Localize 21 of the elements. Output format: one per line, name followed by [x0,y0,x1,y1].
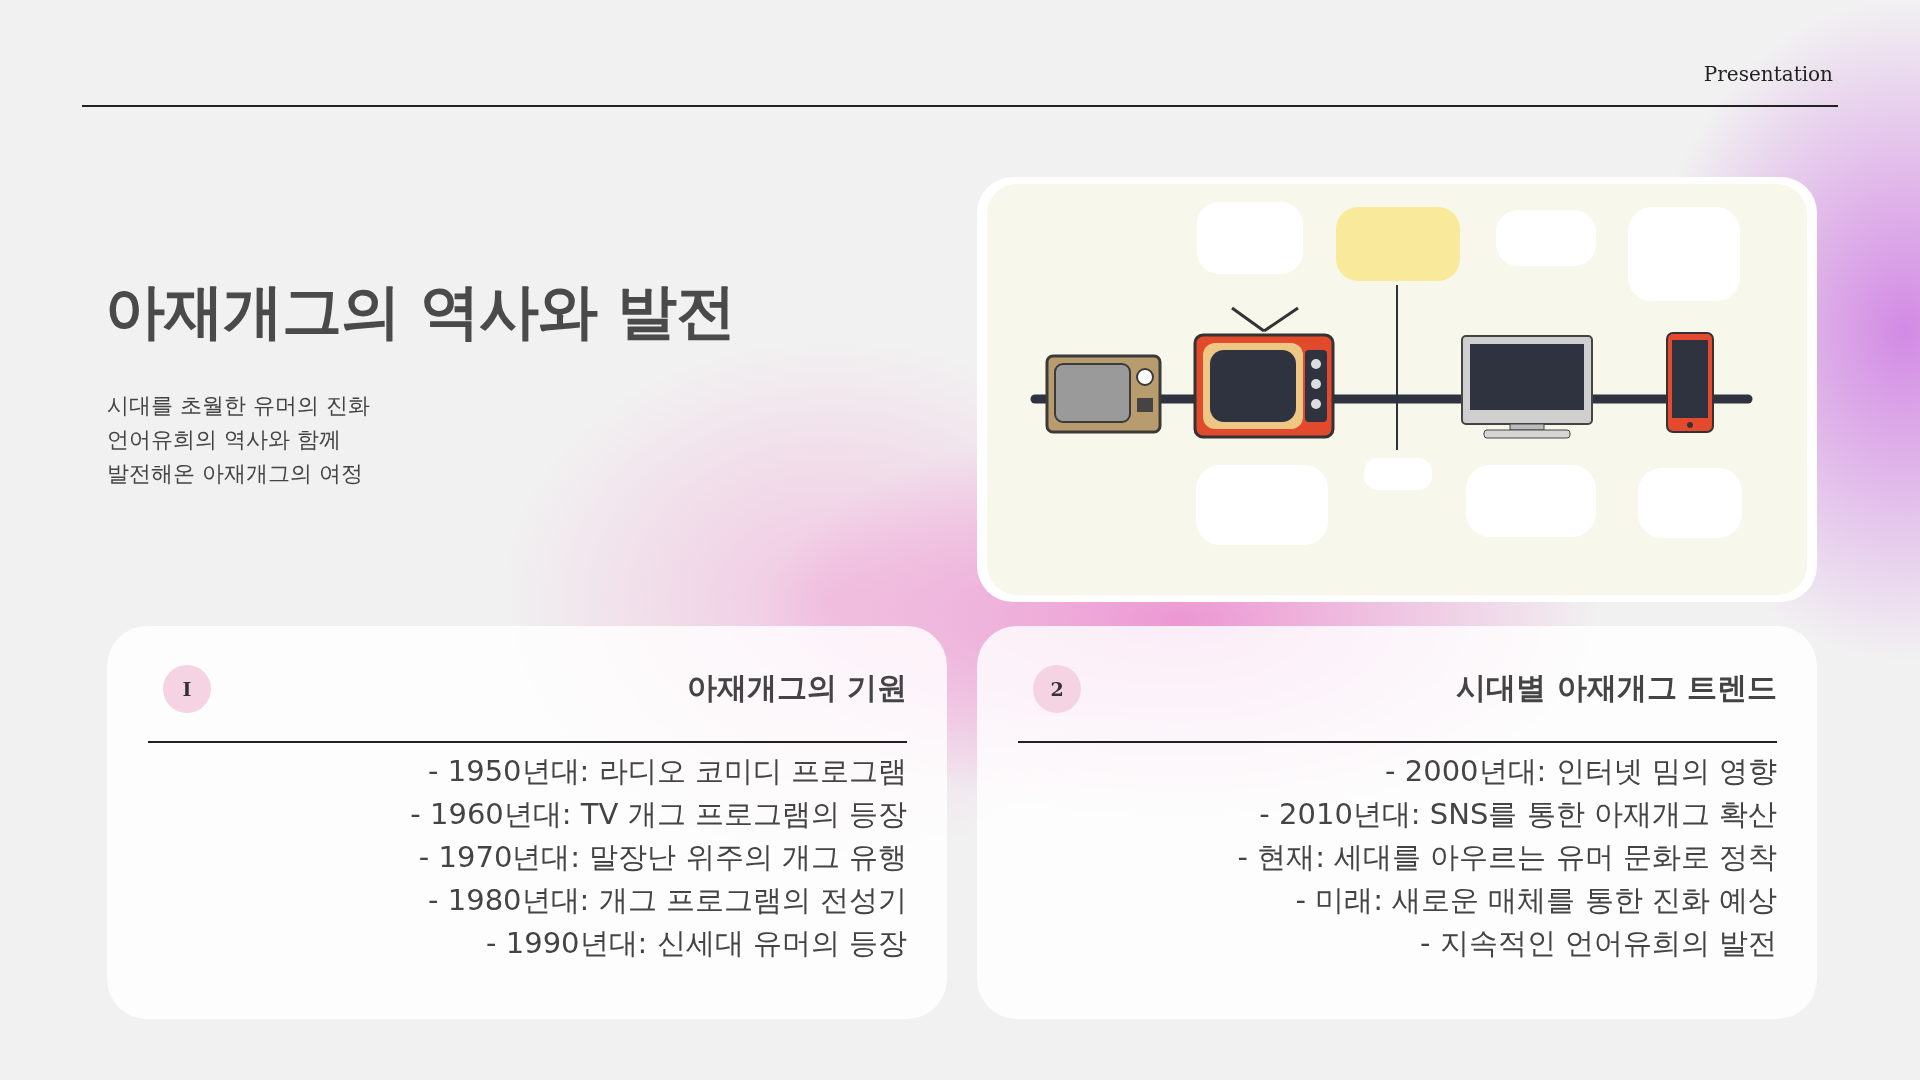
number-badge: I [163,665,211,713]
subtitle-line: 시대를 초월한 유머의 진화 [107,392,370,420]
list-item: - 지속적인 언어유희의 발전 [1419,925,1777,962]
header-label: Presentation [1703,62,1833,86]
slide-title: 아재개그의 역사와 발전 [105,275,735,348]
list-item: - 2000년대: 인터넷 밈의 영향 [1385,753,1777,790]
subtitle-line: 언어유희의 역사와 함께 [107,426,341,454]
list-item: - 1950년대: 라디오 코미디 프로그램 [428,753,907,790]
card-heading: 시대별 아재개그 트렌드 [1456,669,1777,707]
subtitle-line: 발전해온 아재개그의 여정 [107,460,363,488]
list-item: - 1970년대: 말장난 위주의 개그 유행 [418,839,907,876]
content-card [977,626,1817,1019]
card-heading: 아재개그의 기원 [686,669,907,707]
list-item: - 2010년대: SNS를 통한 아재개그 확산 [1259,796,1777,833]
list-item: - 1960년대: TV 개그 프로그램의 등장 [410,796,907,833]
list-item: - 현재: 세대를 아우르는 유머 문화로 정착 [1237,839,1777,876]
content-card [107,626,947,1019]
list-item: - 미래: 새로운 매체를 통한 진화 예상 [1295,882,1777,919]
list-item: - 1990년대: 신세대 유머의 등장 [486,925,907,962]
number-badge: 2 [1033,665,1081,713]
list-item: - 1980년대: 개그 프로그램의 전성기 [428,882,907,919]
